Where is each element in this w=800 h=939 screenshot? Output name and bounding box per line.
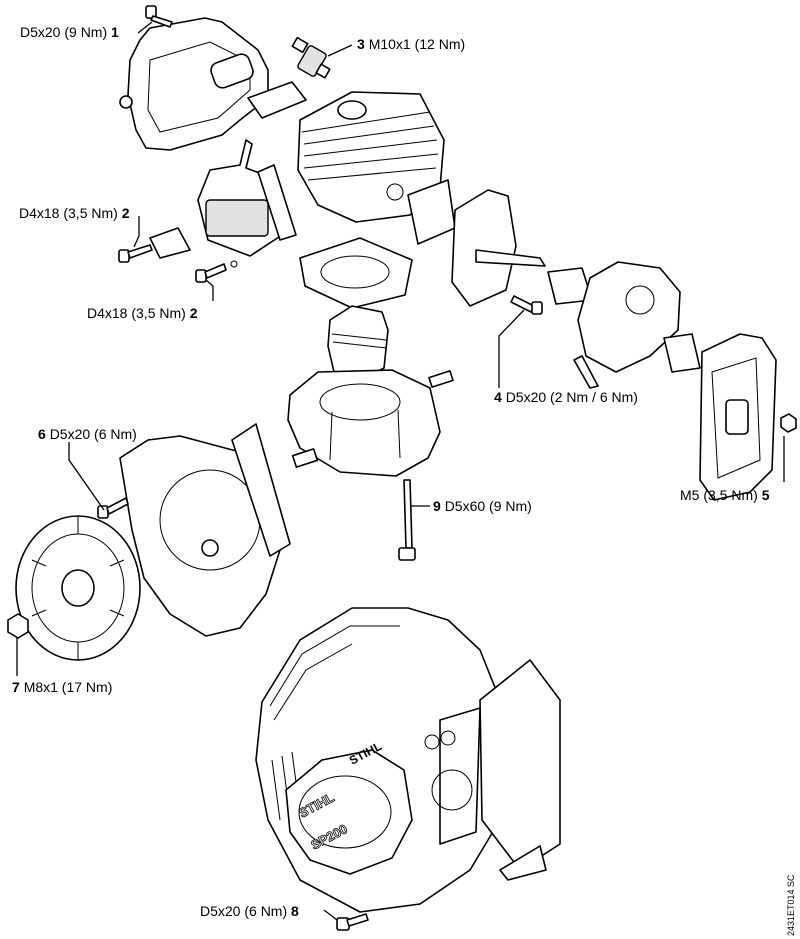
muffler bbox=[119, 17, 269, 151]
nut-5 bbox=[780, 413, 797, 433]
screw-4 bbox=[510, 295, 543, 315]
carburetor bbox=[573, 261, 681, 389]
engine-shroud bbox=[255, 607, 561, 913]
callout-2-lower: D4x18 (3,5 Nm) 2 bbox=[87, 305, 198, 321]
callout-2-upper: D4x18 (3,5 Nm) 2 bbox=[19, 205, 130, 221]
ignition-module bbox=[149, 139, 297, 259]
callout-1: D5x20 (9 Nm) 1 bbox=[20, 24, 119, 40]
callout-4: 4 D5x20 (2 Nm / 6 Nm) bbox=[494, 389, 638, 405]
nut-7 bbox=[7, 613, 29, 639]
screw-2-upper bbox=[118, 244, 153, 263]
screw-1 bbox=[145, 5, 173, 28]
spark-plug bbox=[291, 36, 331, 79]
callout-6: 6 D5x20 (6 Nm) bbox=[38, 426, 137, 442]
piston bbox=[327, 305, 389, 381]
muffler-gasket bbox=[247, 81, 307, 119]
screw-6 bbox=[97, 497, 129, 519]
cylinder-gasket bbox=[299, 237, 413, 309]
callout-3: 3 M10x1 (12 Nm) bbox=[357, 36, 466, 52]
screw-8 bbox=[336, 913, 369, 931]
flywheel bbox=[15, 515, 141, 661]
intake-manifold bbox=[451, 189, 546, 307]
callout-7: 7 M8x1 (17 Nm) bbox=[12, 679, 113, 695]
callout-5: M5 (3,5 Nm) 5 bbox=[680, 487, 770, 503]
filter-gasket bbox=[663, 333, 701, 373]
callout-8: D5x20 (6 Nm) 8 bbox=[200, 903, 299, 919]
screw-2-lower bbox=[195, 260, 238, 283]
drawing-code: 2431ET014 SC bbox=[786, 874, 796, 936]
callout-9: 9 D5x60 (9 Nm) bbox=[433, 498, 532, 514]
fan-housing bbox=[119, 423, 291, 637]
crankcase bbox=[287, 369, 454, 477]
leader-lines bbox=[16, 21, 785, 921]
air-filter-housing bbox=[699, 333, 777, 501]
screw-9 bbox=[398, 479, 416, 561]
